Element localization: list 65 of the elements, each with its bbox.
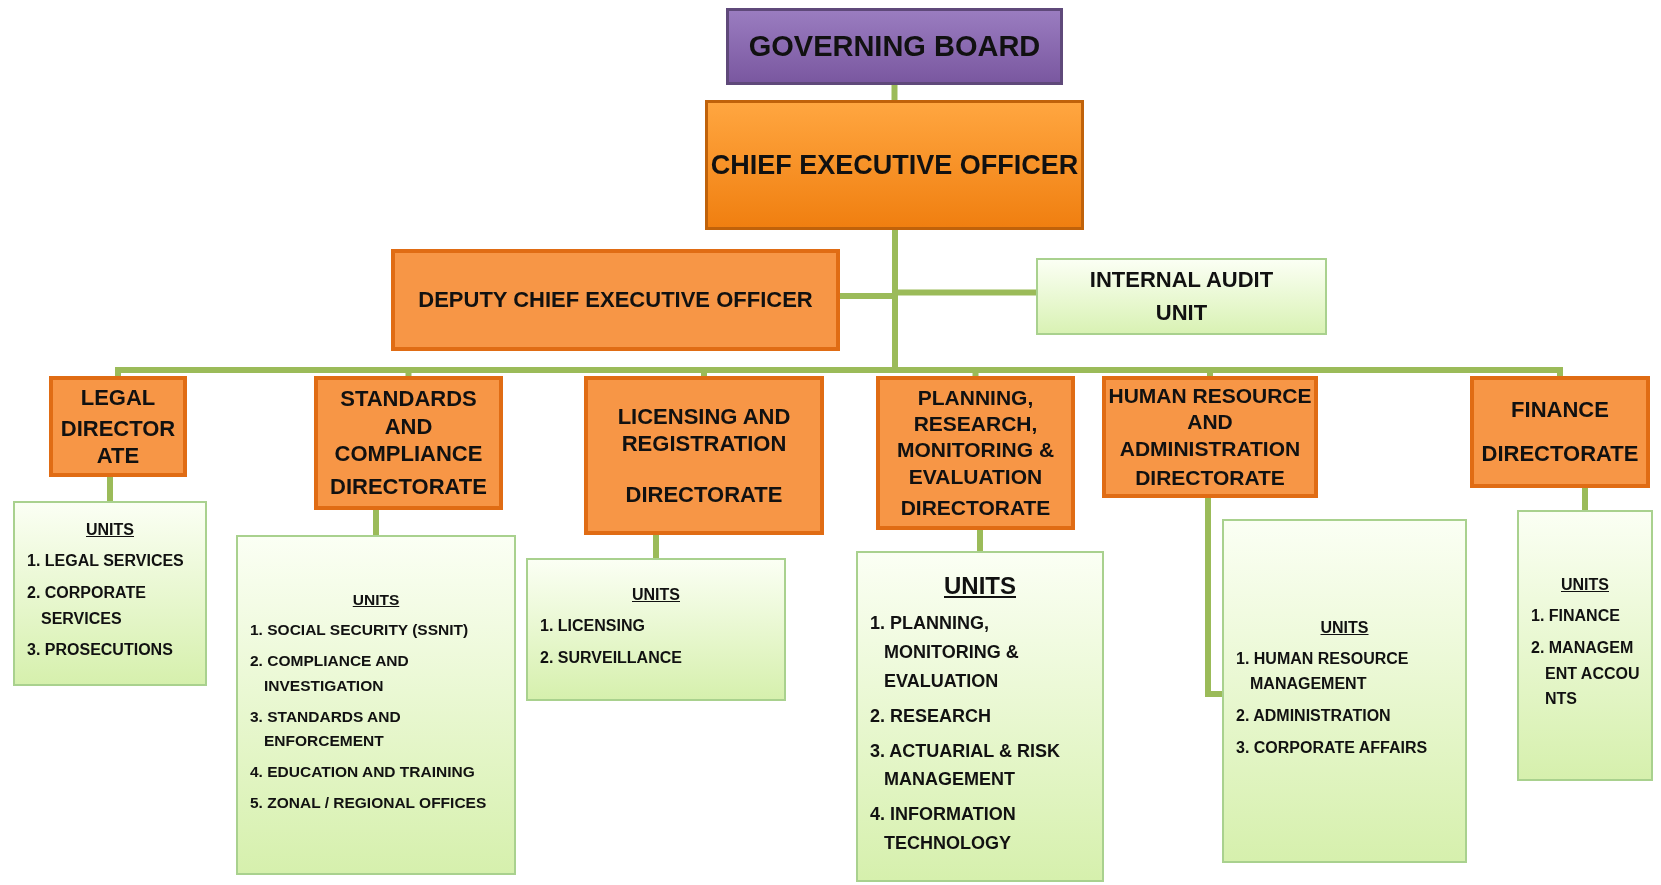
box-title: LEGAL — [80, 383, 156, 411]
connector-line — [891, 85, 898, 100]
unit-item: 2. RESEARCH — [869, 704, 993, 728]
unit-item: 1. SOCIAL SECURITY (SSNIT) — [249, 620, 470, 641]
unit-list-box — [1222, 519, 1467, 863]
box-subtitle: UNIT — [1155, 300, 1208, 326]
box-subtitle: DIRECTORATE — [330, 473, 487, 501]
box-title: DEPUTY CHIEF EXECUTIVE OFFICER — [418, 286, 813, 314]
connector-line — [1205, 498, 1222, 697]
unit-list-box — [856, 551, 1104, 882]
unit-item: 2. COMPLIANCE AND INVESTIGATION — [249, 651, 410, 696]
unit-item: 1. LICENSING — [539, 615, 646, 636]
unit-item: 2. MANAGEMENT ACCOUNTS — [1530, 637, 1641, 710]
directorate-box — [1102, 376, 1318, 498]
unit-list-box — [236, 535, 516, 875]
unit-item: 2. ADMINISTRATION — [1235, 706, 1392, 726]
directorate-box — [49, 376, 187, 477]
unit-item: 1. PLANNING, MONITORING & EVALUATION — [869, 612, 1020, 693]
connector-line — [373, 510, 379, 535]
executive-box — [705, 100, 1084, 230]
directorate-box — [876, 376, 1075, 530]
unit-item: 4. EDUCATION AND TRAINING — [249, 762, 476, 783]
units-heading: UNITS — [631, 585, 681, 604]
unit-item: 1. HUMAN RESOURCE MANAGEMENT — [1235, 648, 1410, 695]
connector-line — [977, 530, 983, 551]
directorate-box — [314, 376, 503, 510]
connector-line — [1582, 488, 1588, 510]
box-title: STANDARDS AND COMPLIANCE — [333, 385, 484, 468]
box-title: FINANCE — [1511, 396, 1609, 424]
directorate-box — [584, 376, 824, 535]
box-title: GOVERNING BOARD — [748, 30, 1041, 63]
box-title: INTERNAL AUDIT — [1089, 267, 1274, 293]
directorate-box — [1470, 376, 1650, 488]
box-subtitle: DIRECTORATE — [1481, 440, 1639, 468]
unit-item: 3. ACTUARIAL & RISK MANAGEMENT — [869, 739, 1061, 792]
box-subtitle: DIRECTORATE — [900, 494, 1051, 521]
unit-item: 3. CORPORATE AFFAIRS — [1235, 737, 1429, 758]
unit-item: 5. ZONAL / REGIONAL OFFICES — [249, 793, 488, 813]
unit-item: 1. FINANCE — [1530, 606, 1621, 627]
box-title: CHIEF EXECUTIVE OFFICER — [710, 149, 1079, 181]
box-subtitle: DIRECTORATE — [59, 414, 177, 470]
box-subtitle: DIRECTORATE — [625, 480, 783, 509]
unit-list-box — [1517, 510, 1653, 781]
units-heading: UNITS — [1319, 618, 1370, 637]
connector-line — [653, 535, 659, 558]
unit-item: 3. PROSECUTIONS — [26, 640, 174, 661]
unit-item: 1. LEGAL SERVICES — [26, 551, 185, 572]
unit-item: 2. SURVEILLANCE — [539, 647, 683, 668]
units-heading: UNITS — [943, 572, 1017, 601]
unit-list-box — [526, 558, 786, 701]
units-heading: UNITS — [1560, 576, 1610, 595]
box-subtitle: DIRECTORATE — [1135, 464, 1285, 491]
unit-item: 2. CORPORATE SERVICES — [26, 582, 147, 629]
unit-list-box — [13, 501, 207, 686]
box-title: HUMAN RESOURCE AND ADMINISTRATION — [1107, 383, 1313, 462]
unit-item: 4. INFORMATION TECHNOLOGY — [869, 803, 1017, 855]
connector-line — [107, 477, 113, 501]
board-box — [726, 8, 1063, 85]
directorate-box — [391, 249, 840, 351]
units-heading: UNITS — [351, 591, 401, 610]
box-title: LICENSING AND REGISTRATION — [616, 402, 792, 458]
box-title: PLANNING, RESEARCH, MONITORING & EVALUATION — [895, 384, 1056, 490]
unit-box — [1036, 258, 1327, 335]
units-heading: UNITS — [85, 521, 135, 540]
unit-item: 3. STANDARDS AND ENFORCEMENT — [249, 706, 402, 752]
